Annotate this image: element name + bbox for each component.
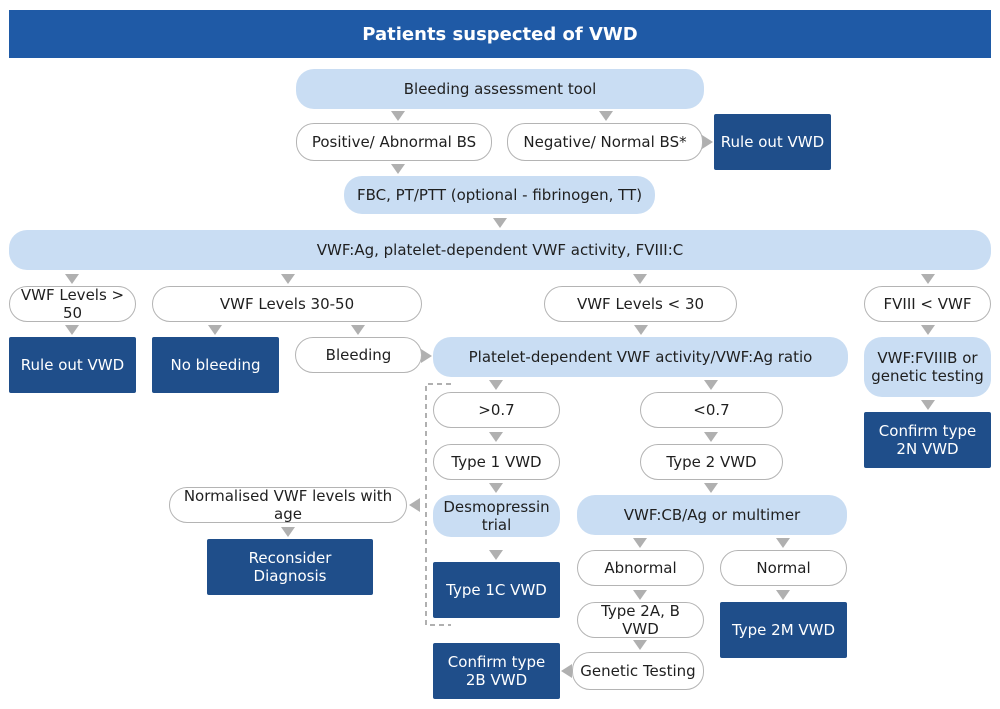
vwf-levels-30-50-node: VWF Levels 30-50 — [152, 286, 422, 322]
cb-ag-multimer-node: VWF:CB/Ag or multimer — [577, 495, 847, 535]
arrow-to-reconsider — [281, 527, 295, 537]
normalised-vwf-node: Normalised VWF levels with age — [169, 487, 407, 523]
arrow-to-type1c — [489, 550, 503, 560]
arrow-to-negative-bs — [599, 111, 613, 121]
arrow-to-rule-out-left — [65, 325, 79, 335]
type2ab-node: Type 2A, B VWD — [577, 602, 704, 638]
arrow-to-confirm-2b — [561, 664, 572, 678]
vwf-levels-gt50-node: VWF Levels > 50 — [9, 286, 136, 322]
page-title: Patients suspected of VWD — [9, 10, 991, 58]
arrow-to-type2m — [776, 590, 790, 600]
arrow-to-fviii — [921, 274, 935, 284]
arrow-to-type2ab — [633, 590, 647, 600]
ratio-lt07-node: <0.7 — [640, 392, 783, 428]
arrow-to-levels-30-50 — [281, 274, 295, 284]
arrow-to-lt07 — [704, 380, 718, 390]
arrow-to-genetic-testing — [633, 640, 647, 650]
arrow-to-cb-ag — [704, 483, 718, 493]
arrow-to-gt07 — [489, 380, 503, 390]
rule-out-vwd-top-node: Rule out VWD — [714, 114, 831, 170]
rule-out-vwd-left-node: Rule out VWD — [9, 337, 136, 393]
positive-bs-node: Positive/ Abnormal BS — [296, 123, 492, 161]
confirm-2n-node: Confirm type 2N VWD — [864, 412, 991, 468]
arrow-to-desmopressin — [489, 483, 503, 493]
genetic-testing-node: Genetic Testing — [572, 652, 704, 690]
arrow-to-normalised — [409, 498, 420, 512]
arrow-to-type1 — [489, 432, 503, 442]
bleeding-node: Bleeding — [295, 337, 422, 373]
arrow-to-abnormal — [633, 538, 647, 548]
vwf-levels-lt30-node: VWF Levels < 30 — [544, 286, 737, 322]
arrow-to-confirm-2n — [921, 400, 935, 410]
arrow-to-positive-bs — [391, 111, 405, 121]
type2-node: Type 2 VWD — [640, 444, 783, 480]
arrow-to-fbc — [391, 164, 405, 174]
fviii-lt-vwf-node: FVIII < VWF — [864, 286, 991, 322]
arrow-to-ratio — [634, 325, 648, 335]
desmopressin-node: Desmopressin trial — [433, 495, 560, 537]
no-bleeding-node: No bleeding — [152, 337, 279, 393]
reconsider-diagnosis-node: Reconsider Diagnosis — [207, 539, 373, 595]
arrow-to-bleeding — [351, 325, 365, 335]
ratio-gt07-node: >0.7 — [433, 392, 560, 428]
arrow-to-no-bleeding — [208, 325, 222, 335]
plus-sign-label: + — [490, 536, 502, 552]
arrow-to-levels-gt50 — [65, 274, 79, 284]
arrow-to-vwf-fviiib — [921, 325, 935, 335]
bleeding-assessment-node: Bleeding assessment tool — [296, 69, 704, 109]
vwf-panel-node: VWF:Ag, platelet-dependent VWF activity,… — [9, 230, 991, 270]
arrow-bleeding-to-ratio — [421, 349, 432, 363]
type1c-node: Type 1C VWD — [433, 562, 560, 618]
arrow-to-normal — [776, 538, 790, 548]
ratio-node: Platelet-dependent VWF activity/VWF:Ag r… — [433, 337, 848, 377]
arrow-to-rule-out-top — [702, 135, 713, 149]
negative-bs-node: Negative/ Normal BS* — [507, 123, 703, 161]
arrow-to-type2 — [704, 432, 718, 442]
arrow-to-levels-lt30 — [633, 274, 647, 284]
arrow-to-vwf-panel — [493, 218, 507, 228]
abnormal-node: Abnormal — [577, 550, 704, 586]
normal-node: Normal — [720, 550, 847, 586]
fbc-pt-ptt-node: FBC, PT/PTT (optional - fibrinogen, TT) — [344, 176, 655, 214]
vwf-fviiib-node: VWF:FVIIIB or genetic testing — [864, 337, 991, 397]
confirm-2b-node: Confirm type 2B VWD — [433, 643, 560, 699]
type2m-node: Type 2M VWD — [720, 602, 847, 658]
type1-node: Type 1 VWD — [433, 444, 560, 480]
